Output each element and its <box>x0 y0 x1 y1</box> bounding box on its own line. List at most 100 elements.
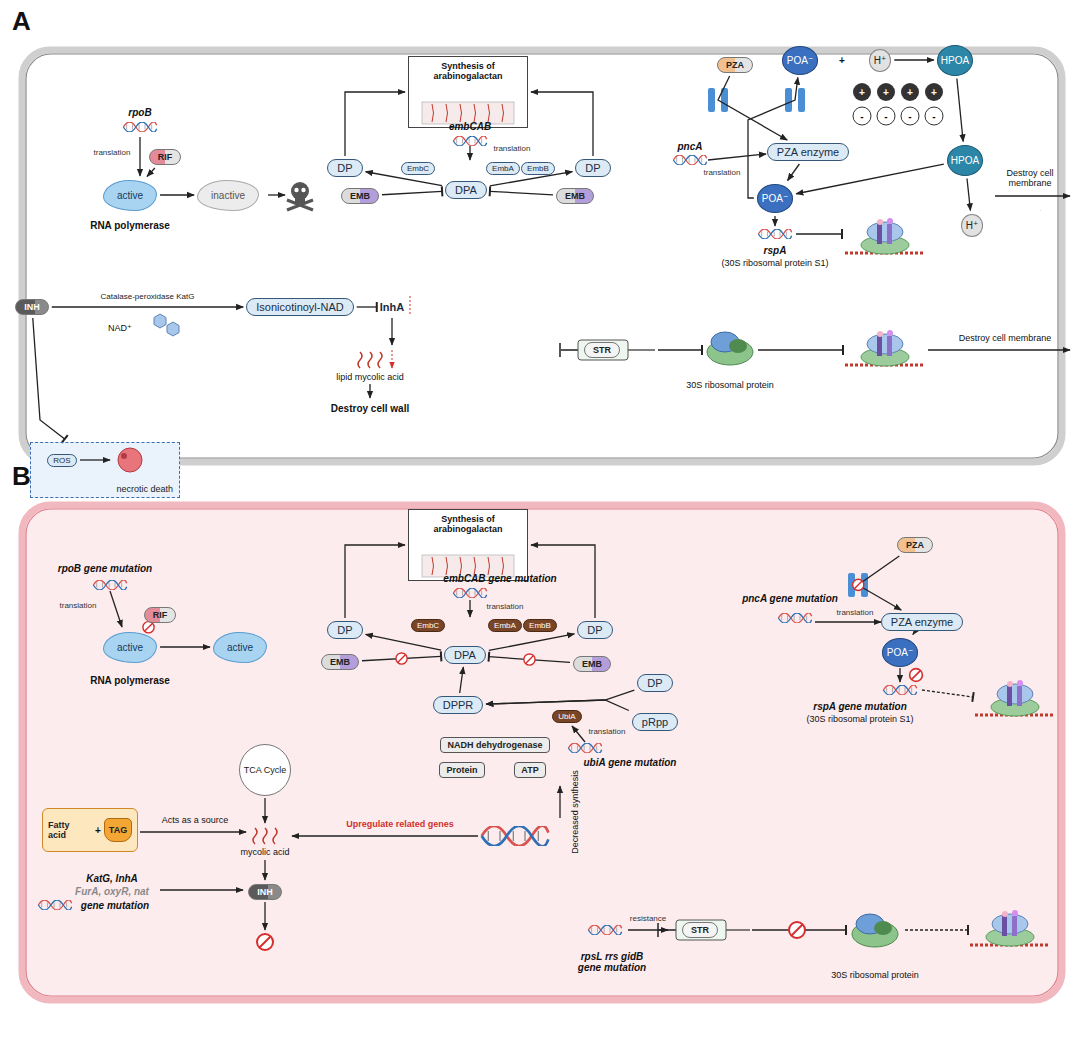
node-text: HPOA <box>941 55 969 66</box>
cell-outline <box>26 54 1058 458</box>
process-node: HPOA <box>947 145 983 176</box>
process-node: DP <box>575 159 610 177</box>
annotation-label: mycolic acid <box>240 847 289 857</box>
node-text: INH <box>24 302 40 312</box>
annotation-label: translation <box>704 168 741 177</box>
blocked-symbol <box>910 669 923 682</box>
node-text: PZA <box>906 540 924 550</box>
annotation-label: + <box>907 87 913 98</box>
annotation-label: + <box>95 825 101 836</box>
annotation-label: RNA polymerase <box>90 675 170 686</box>
process-node: EMB <box>341 188 379 204</box>
connector-arrow <box>147 168 155 177</box>
node-text: TAG <box>109 825 127 835</box>
node-text: DP <box>337 624 352 636</box>
process-node: RIF <box>149 149 182 165</box>
process-node: necrotic deathROS <box>30 442 180 498</box>
ribosome-mrna <box>845 218 925 254</box>
annotation-label: pncA <box>678 141 703 152</box>
node-text: EmbC <box>407 164 429 173</box>
process-node: POA⁻ <box>882 638 918 667</box>
annotation-label: translation <box>589 727 626 736</box>
annotation-label: rpsL rrs gidB gene mutation <box>572 951 652 973</box>
connector-arrow <box>796 164 944 194</box>
node-text: inactive <box>211 190 245 201</box>
box-ground <box>408 56 528 128</box>
node-text: PZA enzyme <box>891 616 953 628</box>
dna-icon <box>588 925 621 935</box>
process-node: POA⁻ <box>782 46 818 75</box>
node-text: RIF <box>153 610 168 620</box>
node-text: H⁺ <box>874 55 887 66</box>
process-node: PZA enzyme <box>767 143 849 161</box>
node-text: pRpp <box>642 716 668 728</box>
connector-arrow <box>748 78 798 199</box>
connector-arrow <box>52 306 244 307</box>
process-node: EmbC <box>401 162 435 175</box>
dna-icon <box>93 580 126 590</box>
node-text: NADH dehydrogenase <box>447 740 542 750</box>
dna-icon <box>673 155 706 165</box>
box-ground <box>30 442 180 498</box>
process-node: EmbA <box>486 162 520 175</box>
box-ground <box>408 509 528 581</box>
connector-arrow <box>967 179 970 211</box>
dna-icon <box>38 900 71 910</box>
annotation-label: Upregulate related genes <box>346 819 454 829</box>
annotation-label: translation <box>837 608 874 617</box>
node-text: Synthesis of arabinogalactan <box>413 514 523 534</box>
process-node: PZA <box>897 537 933 553</box>
blocked-symbol <box>524 654 535 665</box>
ribosome-30s <box>707 332 753 365</box>
node-text: EMB <box>350 191 370 201</box>
necrotic-cell <box>118 448 142 472</box>
annotation-label: Destroy cell membrane <box>990 168 1070 188</box>
process-node: InhA <box>380 301 404 313</box>
process-node: EmbC <box>411 619 445 632</box>
node-text: B <box>12 461 31 492</box>
process-node: EmbB <box>523 619 557 632</box>
node-text: DP <box>585 162 600 174</box>
process-node: Synthesis of arabinogalactan <box>408 509 528 581</box>
process-node: active <box>103 632 157 663</box>
process-node: PZA enzyme <box>881 613 963 631</box>
process-node: TCA Cycle <box>239 744 291 796</box>
node-text: POA⁻ <box>887 647 913 658</box>
annotation-label: pncA gene mutation <box>742 593 838 604</box>
blocked-symbol <box>143 622 154 633</box>
node-text: POA⁻ <box>762 193 788 204</box>
annotation-label: 30S ribosomal protein <box>831 970 919 980</box>
annotation-label: (30S ribosomal protein S1) <box>806 714 913 724</box>
process-node: DPA <box>445 181 487 199</box>
annotation-label: Decreased synthesis <box>570 770 580 854</box>
annotation-label: Destroy cell wall <box>331 403 409 414</box>
process-node: active <box>103 180 157 211</box>
annotation-label: + <box>883 87 889 98</box>
node-text: EmbB <box>527 164 549 173</box>
node-text: Fatty acid <box>48 820 84 840</box>
node-text: A <box>12 6 31 37</box>
connector-arrow <box>788 164 800 181</box>
process-node: TAG <box>104 818 132 842</box>
process-node: EmbA <box>488 619 522 632</box>
process-node: Isonicotinoyl-NAD <box>246 298 353 316</box>
resistant-cell-outline <box>26 509 1058 996</box>
annotation-label: NAD⁺ <box>108 323 132 333</box>
process-node: H⁺ <box>869 49 892 72</box>
annotation-label: resistance <box>630 914 666 923</box>
process-node: PZA <box>717 57 753 73</box>
node-text: necrotic death <box>116 484 173 494</box>
connector-arrow <box>489 634 574 650</box>
connector-arrow <box>357 306 377 307</box>
node-text: DPA <box>455 184 477 196</box>
node-text: PZA enzyme <box>777 146 839 158</box>
dna-icon <box>758 229 791 239</box>
annotation-label: + <box>931 87 937 98</box>
node-text: POA⁻ <box>787 55 813 66</box>
connector-arrow <box>912 633 914 635</box>
blocked-symbol <box>257 934 273 950</box>
connector-arrow <box>366 634 441 650</box>
connector-arrow <box>345 545 405 618</box>
node-text: active <box>227 642 253 653</box>
